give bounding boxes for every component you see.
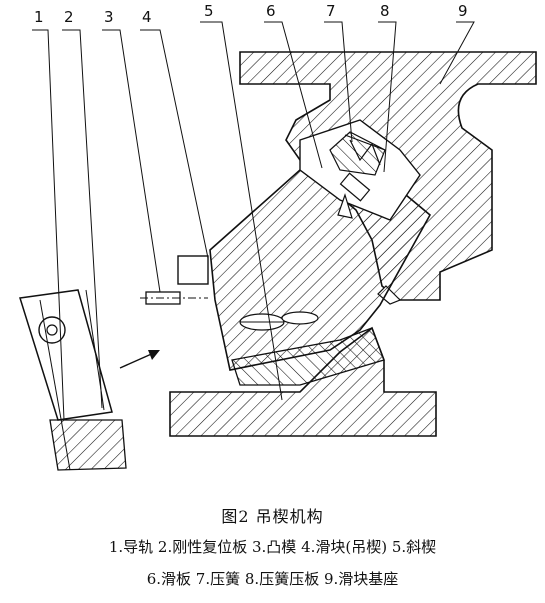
part-labels: 1 2 3 4 5 6 7 8 9 [34, 2, 468, 26]
label-1: 1 [34, 8, 44, 26]
label-9: 9 [458, 2, 468, 20]
punch [140, 291, 208, 305]
label-4: 4 [142, 8, 152, 26]
figure-title: 图2 吊楔机构 [221, 507, 324, 526]
legend-line-2: 6.滑板 7.压簧 8.压簧压板 9.滑块基座 [146, 570, 399, 588]
label-7: 7 [326, 2, 336, 20]
mechanism-drawing: 1 2 3 4 5 6 7 8 9 [19, 2, 537, 471]
legend-line-1: 1.导轨 2.刚性复位板 3.凸模 4.滑块(吊楔) 5.斜楔 [108, 538, 437, 556]
label-3: 3 [104, 8, 114, 26]
label-5: 5 [204, 2, 214, 20]
label-6: 6 [266, 2, 276, 20]
inclined-wedge [169, 326, 437, 437]
guide-rail-assembly [19, 289, 127, 471]
bolt-symbols [239, 311, 319, 331]
spring-assembly [299, 119, 421, 221]
motion-arrow [119, 350, 160, 369]
leader-lines [32, 21, 475, 421]
label-2: 2 [64, 8, 74, 26]
label-8: 8 [380, 2, 390, 20]
